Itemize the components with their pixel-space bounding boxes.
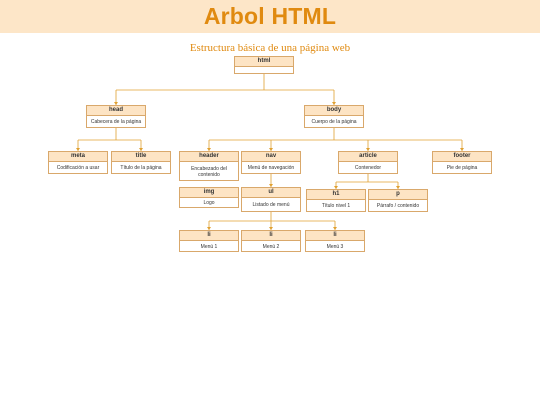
- node-tag: head: [87, 106, 145, 116]
- node-tag: p: [369, 190, 427, 200]
- arrow-head: [460, 148, 464, 151]
- node-tag: li: [242, 231, 300, 241]
- node-tag: html: [235, 57, 293, 67]
- title-banner: Arbol HTML: [0, 0, 540, 33]
- node-description: Logo: [203, 200, 215, 206]
- node-description: Contenedor: [354, 165, 382, 171]
- page-title: Arbol HTML: [203, 3, 337, 29]
- arrow-head: [332, 102, 336, 105]
- diagram-subtitle: Estructura básica de una página web: [189, 42, 351, 54]
- node-description: Codificación a usar: [56, 165, 100, 171]
- node-tag: footer: [433, 152, 491, 162]
- node-html: html: [234, 56, 294, 74]
- arrow-head: [207, 227, 211, 230]
- node-tag: h1: [307, 190, 365, 200]
- arrow-head: [396, 186, 400, 189]
- arrow-head: [269, 184, 273, 187]
- node-description: [235, 67, 293, 74]
- arrow-head: [366, 148, 370, 151]
- node-description: Menú 3: [326, 243, 344, 250]
- node-description: Menú de navegación: [247, 165, 295, 171]
- node-tag: li: [306, 231, 364, 241]
- node-description: Encabezado del contenido: [191, 165, 227, 178]
- arrow-head: [207, 148, 211, 151]
- arrow-head: [333, 227, 337, 230]
- node-tag: article: [339, 152, 397, 162]
- node-tag: img: [180, 188, 238, 198]
- node-description: Título nivel 1: [321, 203, 351, 209]
- node-description: Cabecera de la página: [90, 119, 142, 125]
- arrow-head: [76, 148, 80, 151]
- arrow-head: [114, 102, 118, 105]
- arrow-head: [139, 148, 143, 151]
- arrow-head: [269, 148, 273, 151]
- node-tag: body: [305, 106, 363, 116]
- node-tag: nav: [242, 152, 300, 162]
- arrow-head: [334, 186, 338, 189]
- node-tag: ul: [242, 188, 300, 198]
- node-tag: li: [180, 231, 238, 241]
- node-description: Menú 2: [262, 243, 280, 250]
- node-description: Título de la página: [120, 165, 162, 171]
- node-description: Listado de menú: [252, 202, 290, 208]
- node-tag: meta: [49, 152, 107, 162]
- node-description: Cuerpo de la página: [311, 119, 357, 125]
- node-description: Menú 1: [200, 243, 218, 250]
- node-description: Párrafo / contenido: [376, 203, 420, 209]
- node-tag: title: [112, 152, 170, 162]
- node-tag: header: [180, 152, 238, 162]
- node-description: Pie de página: [446, 165, 478, 171]
- arrow-head: [269, 227, 273, 230]
